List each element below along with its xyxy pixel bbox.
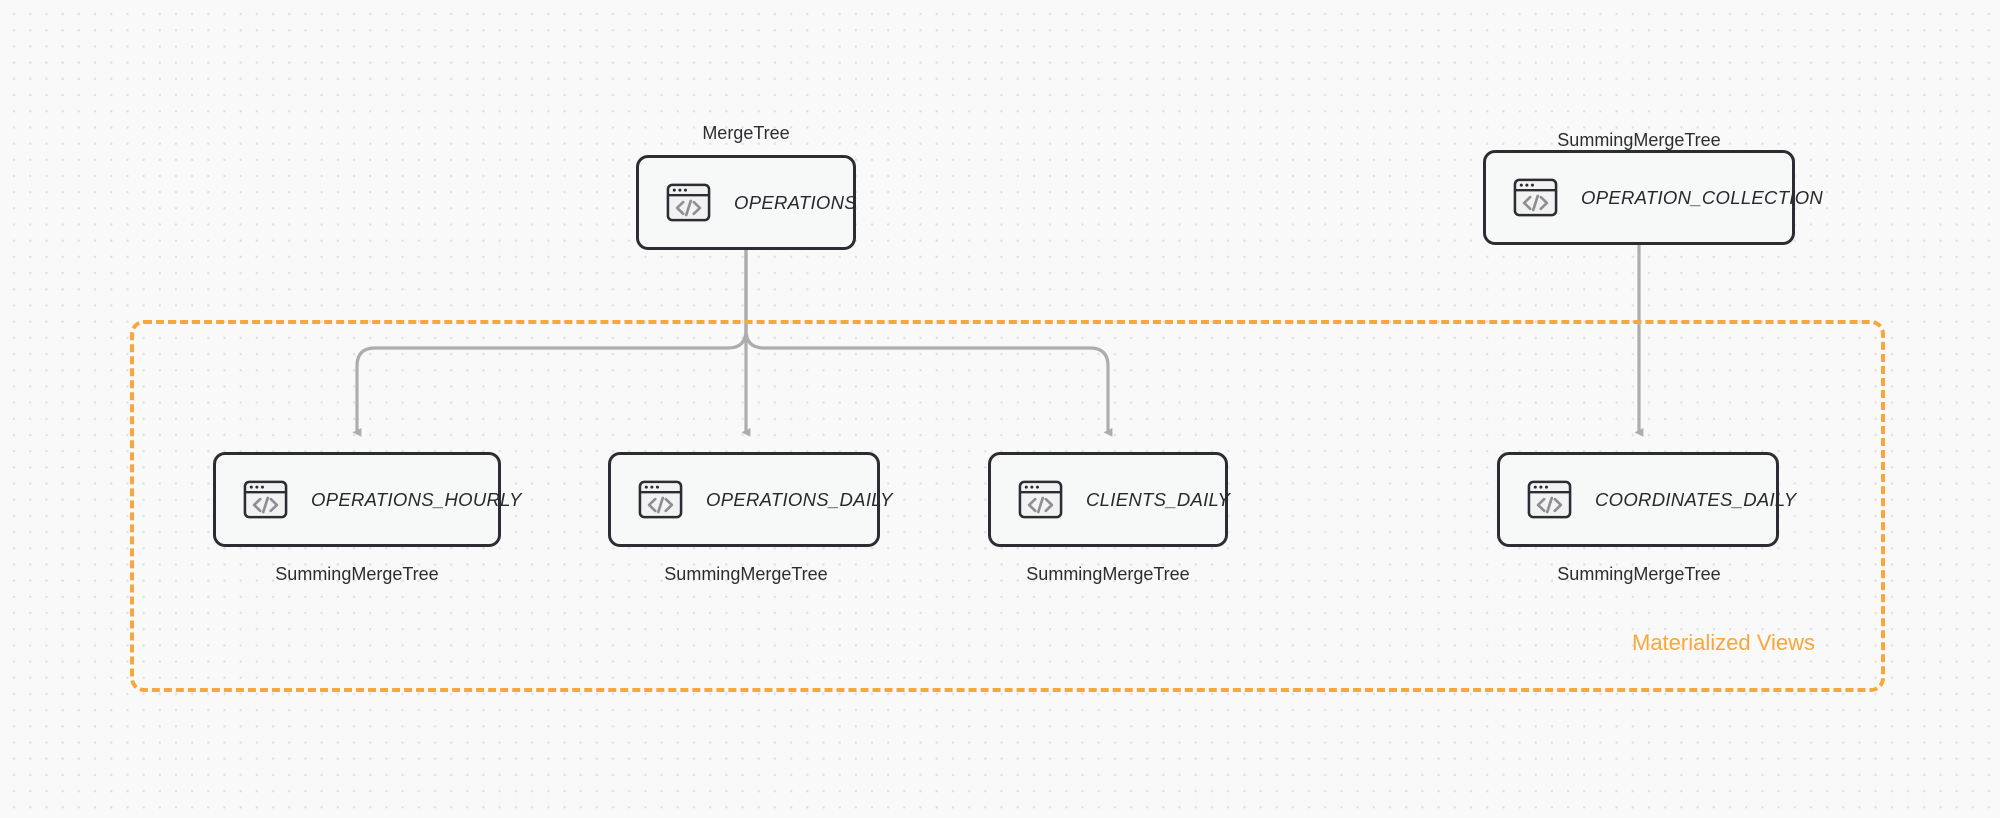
engine-label-operations: MergeTree	[702, 123, 790, 143]
node-clients-daily[interactable]: CLIENTS_DAILY	[988, 452, 1231, 547]
node-title-coordinates-daily: COORDINATES_DAILY	[1595, 488, 1797, 510]
code-window-icon	[638, 480, 683, 519]
materialized-views-label: Materialized Views	[1632, 630, 1816, 655]
code-window-icon	[666, 183, 711, 222]
node-title-operations: OPERATIONS	[734, 191, 857, 213]
code-window-icon	[243, 480, 288, 519]
engine-label-coordinates-daily: SummingMergeTree	[1557, 564, 1721, 584]
node-title-operations-daily: OPERATIONS_DAILY	[706, 488, 893, 510]
engine-label-clients-daily: SummingMergeTree	[1026, 564, 1190, 584]
engine-label-operation-collection: SummingMergeTree	[1557, 130, 1721, 150]
node-title-clients-daily: CLIENTS_DAILY	[1086, 488, 1231, 510]
node-operations-daily[interactable]: OPERATIONS_DAILY	[608, 452, 892, 547]
materialized-views-group	[130, 320, 1885, 692]
engine-label-operations-daily: SummingMergeTree	[664, 564, 828, 584]
node-title-operation-collection: OPERATION_COLLECTION	[1581, 186, 1824, 208]
node-operations[interactable]: OPERATIONS	[636, 155, 857, 250]
node-title-operations-hourly: OPERATIONS_HOURLY	[311, 488, 522, 510]
code-window-icon	[1527, 480, 1572, 519]
code-window-icon	[1018, 480, 1063, 519]
code-window-icon	[1513, 178, 1558, 217]
engine-label-operations-hourly: SummingMergeTree	[275, 564, 439, 584]
node-operations-hourly[interactable]: OPERATIONS_HOURLY	[213, 452, 521, 547]
node-coordinates-daily[interactable]: COORDINATES_DAILY	[1497, 452, 1796, 547]
node-operation-collection[interactable]: OPERATION_COLLECTION	[1483, 150, 1823, 245]
